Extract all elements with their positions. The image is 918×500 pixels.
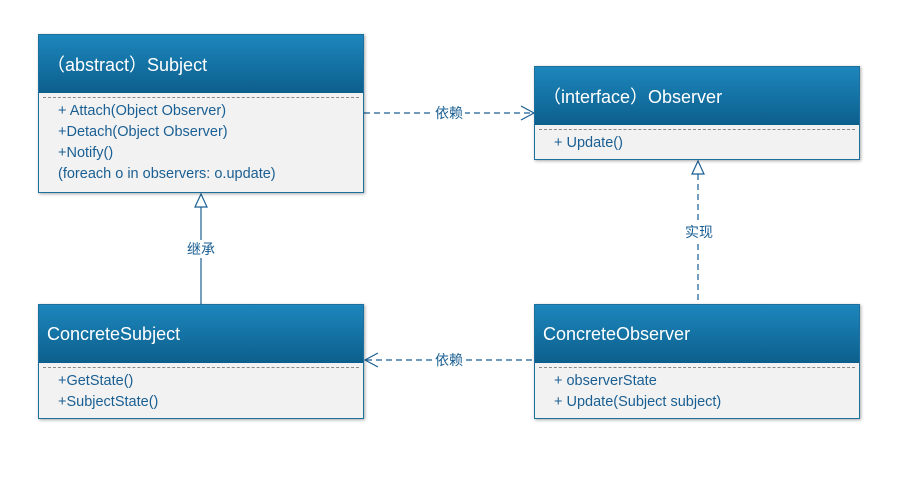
member-notify-note: (foreach o in observers: o.update) — [58, 166, 276, 182]
member-separator — [539, 367, 855, 368]
class-observer-members: + Update() — [535, 125, 859, 154]
class-concrete-observer: ConcreteObserver + observerState + Updat… — [534, 304, 860, 419]
class-concrete-subject-members: +GetState() +SubjectState() — [39, 363, 363, 413]
class-concrete-observer-title: ConcreteObserver — [535, 305, 859, 363]
class-subject-title: （abstract）Subject — [39, 35, 363, 93]
member-get-state: +GetState() — [58, 373, 134, 389]
member-update: + Update() — [554, 135, 623, 151]
label-inheritance: 继承 — [185, 240, 217, 258]
label-dependency-top: 依赖 — [433, 104, 465, 122]
member-notify: +Notify() — [58, 145, 114, 161]
class-subject: （abstract）Subject + Attach(Object Observ… — [38, 34, 364, 193]
dependency-arrowhead-concrete — [363, 352, 379, 368]
label-realization: 实现 — [683, 223, 715, 241]
class-observer: （interface）Observer + Update() — [534, 66, 860, 160]
label-dependency-bottom: 依赖 — [433, 351, 465, 369]
class-subject-members: + Attach(Object Observer) +Detach(Object… — [39, 93, 363, 185]
member-observer-state: + observerState — [554, 373, 657, 389]
inheritance-arrowhead — [194, 192, 208, 208]
class-concrete-subject: ConcreteSubject +GetState() +SubjectStat… — [38, 304, 364, 419]
class-concrete-observer-members: + observerState + Update(Subject subject… — [535, 363, 859, 413]
realization-arrowhead — [691, 159, 705, 175]
member-update-subject: + Update(Subject subject) — [554, 394, 722, 410]
member-separator — [43, 97, 359, 98]
member-attach: + Attach(Object Observer) — [58, 103, 227, 119]
member-separator — [43, 367, 359, 368]
member-detach: +Detach(Object Observer) — [58, 124, 228, 140]
class-concrete-subject-title: ConcreteSubject — [39, 305, 363, 363]
member-subject-state: +SubjectState() — [58, 394, 159, 410]
member-separator — [539, 129, 855, 130]
class-observer-title: （interface）Observer — [535, 67, 859, 125]
